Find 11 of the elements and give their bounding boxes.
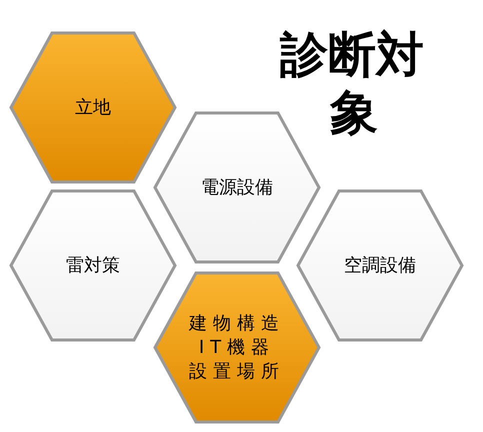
title: 診断対象 [280, 26, 425, 142]
hexagon-label: 雷対策 [66, 254, 120, 278]
hexagon-label: 電源設備 [201, 176, 273, 200]
hexagon [8, 188, 178, 343]
hexagon [152, 110, 322, 265]
hexagon [152, 270, 322, 425]
hexagon-label: 空調設備 [344, 254, 416, 278]
hexagon-label: 建物構造IT機器設置場所 [188, 312, 286, 384]
hexagon [8, 30, 178, 185]
hexagon-label: 立地 [75, 96, 111, 120]
hexagon [295, 188, 465, 343]
